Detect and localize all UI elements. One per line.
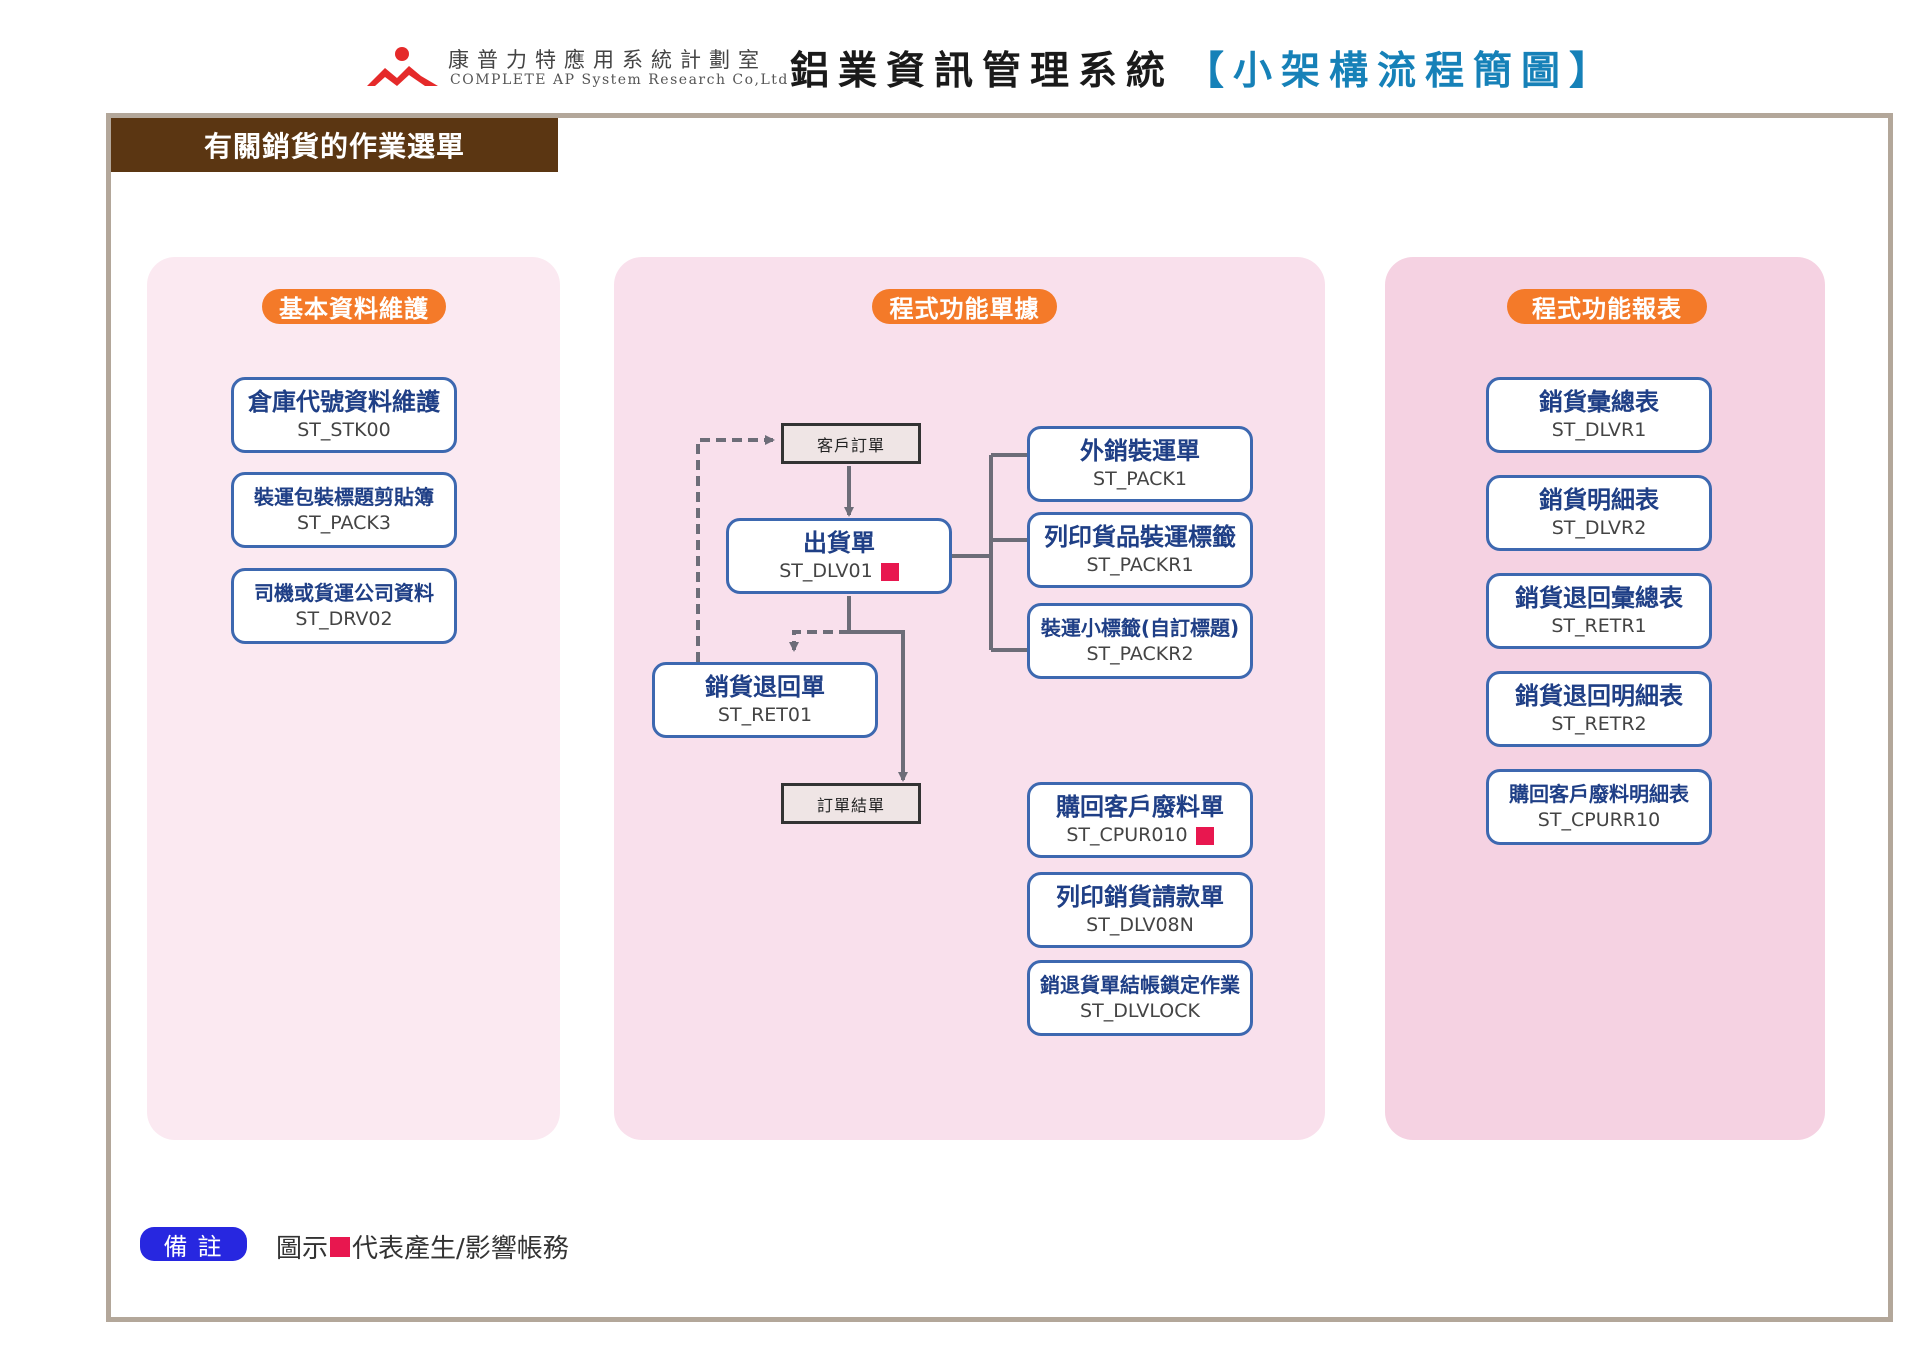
program-code: ST_DLV01 [779, 560, 873, 583]
program-st-pack1[interactable]: 外銷裝運單 ST_PACK1 [1027, 426, 1253, 502]
report-st-dlvr2[interactable]: 銷貨明細表 ST_DLVR2 [1486, 475, 1712, 551]
program-code: ST_PACKR1 [1086, 554, 1194, 577]
accounting-mark-icon [330, 1236, 351, 1257]
program-st-drv02[interactable]: 司機或貨運公司資料 ST_DRV02 [231, 568, 457, 644]
program-name: 列印貨品裝運標籤 [1044, 522, 1236, 551]
program-name: 購回客戶廢料明細表 [1509, 782, 1689, 807]
program-name: 銷貨退回彙總表 [1515, 583, 1683, 612]
program-name: 裝運小標籤(自訂標題) [1040, 616, 1240, 641]
program-code: ST_RETR2 [1551, 713, 1647, 736]
report-st-retr1[interactable]: 銷貨退回彙總表 ST_RETR1 [1486, 573, 1712, 649]
program-name: 倉庫代號資料維護 [248, 387, 440, 416]
program-name: 購回客戶廢料單 [1056, 792, 1224, 821]
program-st-packr2[interactable]: 裝運小標籤(自訂標題) ST_PACKR2 [1027, 603, 1253, 679]
doc-customer-order: 客戶訂單 [781, 423, 921, 464]
program-code: ST_PACK1 [1093, 468, 1187, 491]
program-name: 外銷裝運單 [1080, 436, 1200, 465]
program-name: 列印銷貨請款單 [1056, 882, 1224, 911]
program-code: ST_PACKR2 [1086, 643, 1194, 666]
accounting-mark-icon [1195, 826, 1214, 845]
program-name: 出貨單 [803, 528, 875, 557]
menu-tab: 有關銷貨的作業選單 [111, 118, 558, 172]
program-name: 銷退貨單結帳鎖定作業 [1040, 973, 1240, 998]
program-name: 銷貨彙總表 [1539, 387, 1659, 416]
program-name: 銷貨明細表 [1539, 485, 1659, 514]
legend-text-before: 圖示 [276, 1234, 329, 1264]
legend-badge: 備註 [140, 1227, 247, 1261]
program-code: ST_CPURR10 [1537, 809, 1661, 832]
program-code: ST_STK00 [297, 419, 391, 442]
program-st-cpur010[interactable]: 購回客戶廢料單 ST_CPUR010 [1027, 782, 1253, 858]
program-st-dlv01[interactable]: 出貨單 ST_DLV01 [726, 518, 952, 594]
legend-text: 圖示 代表產生/影響帳務 [276, 1228, 569, 1265]
program-st-packr1[interactable]: 列印貨品裝運標籤 ST_PACKR1 [1027, 512, 1253, 588]
report-st-dlvr1[interactable]: 銷貨彙總表 ST_DLVR1 [1486, 377, 1712, 453]
program-code: ST_DRV02 [295, 608, 393, 631]
program-code: ST_DLVR2 [1551, 517, 1647, 540]
report-st-retr2[interactable]: 銷貨退回明細表 ST_RETR2 [1486, 671, 1712, 747]
program-code: ST_PACK3 [297, 512, 391, 535]
program-code: ST_DLV08N [1086, 914, 1194, 937]
accounting-mark-icon [880, 562, 899, 581]
program-st-stk00[interactable]: 倉庫代號資料維護 ST_STK00 [231, 377, 457, 453]
program-code: ST_CPUR010 [1066, 824, 1188, 847]
panel-title-functions: 程式功能單據 [872, 289, 1057, 324]
company-name-cn: 康普力特應用系統計劃室 [448, 48, 767, 72]
program-name: 銷貨退回明細表 [1515, 681, 1683, 710]
doc-order-close: 訂單結單 [781, 783, 921, 824]
program-st-dlv08n[interactable]: 列印銷貨請款單 ST_DLV08N [1027, 872, 1253, 948]
panel-title-reports: 程式功能報表 [1507, 289, 1707, 324]
program-code: ST_RETR1 [1551, 615, 1647, 638]
legend-text-after: 代表產生/影響帳務 [352, 1234, 569, 1264]
program-name: 裝運包裝標題剪貼簿 [254, 485, 434, 510]
program-code: ST_RET01 [717, 704, 813, 727]
system-title: 鋁業資訊管理系統 [790, 49, 1175, 94]
program-name: 司機或貨運公司資料 [254, 581, 434, 606]
program-code: ST_DLVLOCK [1080, 1000, 1200, 1023]
panel-title-basic: 基本資料維護 [262, 289, 446, 324]
program-st-ret01[interactable]: 銷貨退回單 ST_RET01 [652, 662, 878, 738]
program-st-pack3[interactable]: 裝運包裝標題剪貼簿 ST_PACK3 [231, 472, 457, 548]
company-logo [367, 47, 438, 86]
system-subtitle: 【小架構流程簡圖】 [1185, 49, 1618, 94]
program-code: ST_DLVR1 [1551, 419, 1647, 442]
program-name: 銷貨退回單 [705, 672, 825, 701]
program-st-dlvlock[interactable]: 銷退貨單結帳鎖定作業 ST_DLVLOCK [1027, 960, 1253, 1036]
company-name-en: COMPLETE AP System Research Co,Ltd [450, 72, 789, 88]
report-st-cpurr10[interactable]: 購回客戶廢料明細表 ST_CPURR10 [1486, 769, 1712, 845]
